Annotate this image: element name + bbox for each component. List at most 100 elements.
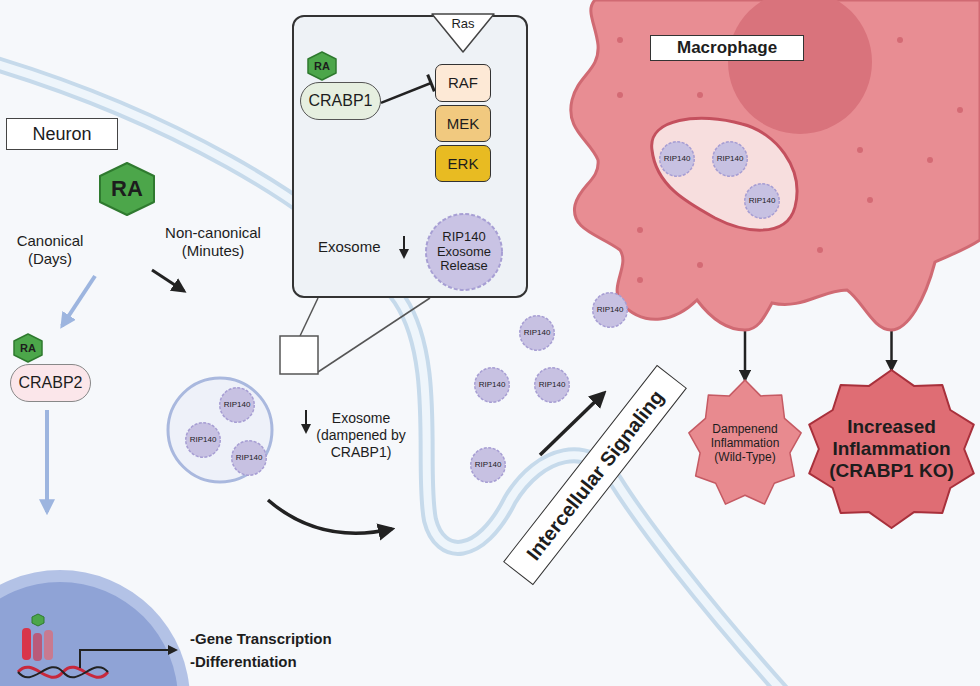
inset-panel: ExosomeRACRABP1RasRAFMEKERKRIP140 Exosom… (292, 15, 528, 298)
canonical-arrow (62, 276, 95, 326)
node-text: Macrophage (650, 35, 804, 61)
granule (697, 262, 703, 268)
node-text: RA (20, 342, 36, 355)
zoom-line (300, 298, 318, 336)
macrophage-cell: MacrophageRIP140RIP140RIP140 (565, 0, 980, 330)
transcription-arrow (80, 650, 176, 668)
node-text: RIP140 (224, 400, 251, 409)
annotation-label: -Gene Transcription (190, 630, 332, 648)
ligand-mini (32, 614, 44, 626)
node-text: Dampenend Inflammation (Wild-Type) (706, 423, 784, 464)
receptor (22, 628, 31, 660)
macrophage-drawing (571, 0, 980, 330)
node-text: RAF (448, 74, 478, 91)
node-text: Intercellular Signaling (522, 386, 669, 565)
cell-nucleus (728, 0, 872, 134)
circle-outline (593, 293, 628, 328)
protein-circle: RIP140 (744, 183, 780, 219)
zoom-line (318, 298, 430, 372)
receptor (33, 633, 42, 661)
granule (857, 147, 863, 153)
circle-outline (220, 388, 255, 423)
protein-circle: RIP140 (185, 422, 221, 458)
circle-outline (660, 142, 695, 177)
annotation-label: Non-canonical (Minutes) (146, 224, 280, 260)
node-text: MEK (447, 115, 480, 132)
node-text: RA (111, 176, 143, 201)
annotation-label: Exosome (dampened by CRABP1) (316, 410, 406, 460)
protein-circle: RIP140 (231, 440, 267, 476)
granule (817, 247, 823, 253)
node-text: CRABP1 (308, 92, 372, 110)
signaling-banner: Intercellular Signaling (503, 365, 687, 585)
node-text: RIP140 (236, 453, 263, 462)
protein-circle: RIP140 (519, 315, 555, 351)
hex-outline (308, 52, 336, 80)
arrow-connector (890, 330, 893, 371)
hex-outline (100, 163, 154, 215)
granule (637, 277, 643, 283)
granule (927, 157, 933, 163)
receptor (44, 630, 53, 660)
exosome-vesicle (168, 378, 272, 482)
ligand-hexagon: RA (14, 334, 42, 362)
node-text: CRABP2 (18, 374, 82, 392)
canonical-arrow (45, 410, 49, 512)
circle-outline (745, 184, 780, 219)
node-text: RA (314, 60, 330, 73)
granule (697, 92, 703, 98)
ligand-hexagon: RA (100, 163, 154, 215)
cell-label: Neuron (6, 118, 118, 150)
circle-outline (535, 368, 570, 403)
node-text: RIP140 (475, 460, 502, 469)
vesicle (652, 118, 797, 230)
decrease-arrow (403, 236, 405, 257)
circle-outline (471, 448, 506, 483)
circle-outline (713, 142, 748, 177)
node-text: RIP140 (190, 435, 217, 444)
node-text: RIP140 (749, 196, 776, 205)
inhibition-line (381, 83, 431, 103)
outcome-star: Increased Inflammation (CRABP1 KO) (805, 370, 978, 528)
granule (957, 107, 963, 113)
granule (867, 197, 873, 203)
dna-strand (18, 667, 108, 677)
node-text: RIP140 (597, 305, 624, 314)
star-outline (809, 370, 974, 528)
node-text: ERK (448, 155, 479, 172)
tri-outline (432, 14, 494, 52)
star-outline (689, 380, 801, 504)
node-text: Increased Inflammation (CRABP1 KO) (827, 416, 957, 482)
granule (637, 227, 643, 233)
dna-strand (18, 667, 108, 677)
zoom-square (280, 336, 318, 374)
granule (617, 92, 623, 98)
nucleus-envelope (0, 570, 190, 686)
node-text: Neuron (32, 124, 91, 145)
circle-outline (232, 441, 267, 476)
node-text: RIP140 (717, 154, 744, 163)
inset-ground (292, 15, 528, 298)
kinase-box: RAF (435, 64, 491, 102)
hex-outline (14, 334, 42, 362)
node-text: RIP140 Exosome Release (435, 230, 493, 275)
cell-body (571, 0, 980, 330)
node-text: RIP140 (539, 380, 566, 389)
noncanonical-arrow (152, 270, 184, 291)
node-text: RIP140 (479, 380, 506, 389)
granule (897, 37, 903, 43)
protein-circle: RIP140 (534, 367, 570, 403)
release-arrow (268, 500, 392, 533)
protein-circle: RIP140 (592, 292, 628, 328)
circle-outline (426, 214, 502, 290)
nucleus (0, 582, 178, 686)
outcome-star: Dampenend Inflammation (Wild-Type) (688, 380, 802, 508)
circle-outline (186, 423, 221, 458)
node-text: RIP140 (664, 154, 691, 163)
node-text: Exosome (318, 238, 381, 255)
protein-circle: RIP140 (659, 141, 695, 177)
circle-outline (520, 316, 555, 351)
protein-circle: RIP140 (474, 367, 510, 403)
annotation-label: -Differentiation (190, 653, 297, 671)
